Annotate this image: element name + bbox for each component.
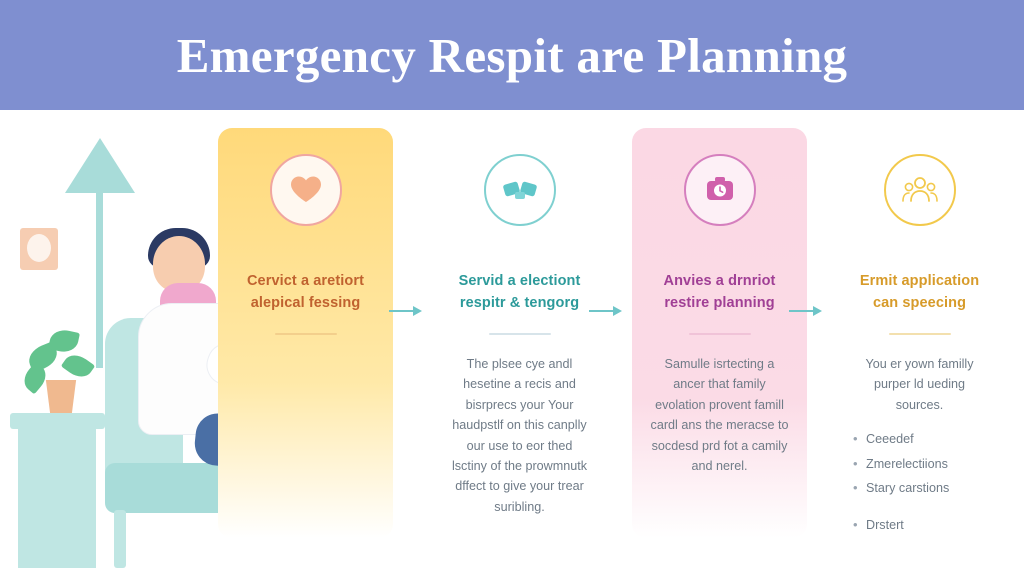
step-bullet-list: Ceeedef Zmerelectiions Stary carstions D… — [850, 428, 989, 537]
step-divider — [688, 332, 751, 335]
step-card-1[interactable]: Cervict a aretiort alepical fessing — [218, 128, 393, 538]
page-title: Emergency Respit are Planning — [176, 27, 848, 83]
lamp-shade-icon — [65, 138, 135, 193]
side-table-base — [18, 429, 96, 568]
flow-arrow-2 — [589, 305, 623, 317]
step-heading: Ermit application can speecing — [859, 273, 980, 312]
step-divider — [888, 332, 951, 335]
armchair-seat — [105, 463, 225, 513]
list-item: Zmerelectiions — [850, 452, 989, 475]
flow-arrow-1 — [389, 305, 423, 317]
wall-art-frame-icon — [20, 228, 58, 270]
list-item: Drstert — [850, 514, 989, 537]
step-heading: Servid a electiont respitr & tengorg — [458, 273, 581, 312]
heart-icon — [269, 154, 342, 226]
arrow-shaft — [789, 310, 815, 312]
lamp-pole-icon — [96, 193, 103, 368]
clipboard-clock-icon — [683, 154, 756, 226]
list-item: Ceeedef — [850, 428, 989, 451]
step-body: Samulle isrtecting a ancer that family e… — [650, 356, 789, 473]
armchair-leg — [114, 510, 126, 568]
handshake-icon — [483, 154, 556, 226]
step-divider — [274, 332, 337, 335]
flow-arrow-3 — [789, 305, 823, 317]
page-header: Emergency Respit are Planning — [0, 0, 1024, 110]
step-body: The plsee cye andl hesetine a recis and … — [451, 356, 588, 514]
person-head — [153, 236, 205, 292]
plant-pot-icon — [45, 380, 77, 414]
plant-leaf-icon — [60, 349, 96, 383]
arrow-shaft — [589, 310, 615, 312]
arrow-head — [413, 306, 422, 316]
step-body: You er yown familly purper ld ueding sou… — [865, 356, 974, 412]
step-card-2[interactable]: Servid a electiont respitr & tengorg The… — [432, 128, 607, 538]
list-item: Stary carstions — [850, 477, 989, 500]
step-heading: Anvies a drnriot restire planning — [663, 273, 776, 312]
seated-caregiver-illustration — [10, 118, 225, 568]
step-heading: Cervict a aretiort alepical fessing — [246, 273, 365, 312]
step-card-4[interactable]: Ermit application can speecing You er yo… — [832, 128, 1007, 538]
side-table-top — [10, 413, 105, 429]
arrow-head — [613, 306, 622, 316]
step-card-3[interactable]: Anvies a drnriot restire planning Samull… — [632, 128, 807, 538]
infographic-body: Cervict a aretiort alepical fessing Serv… — [0, 110, 1024, 576]
step-divider — [488, 332, 551, 335]
arrow-shaft — [389, 310, 415, 312]
arrow-head — [813, 306, 822, 316]
wall-art-inner — [27, 234, 51, 262]
people-group-icon — [883, 154, 956, 226]
